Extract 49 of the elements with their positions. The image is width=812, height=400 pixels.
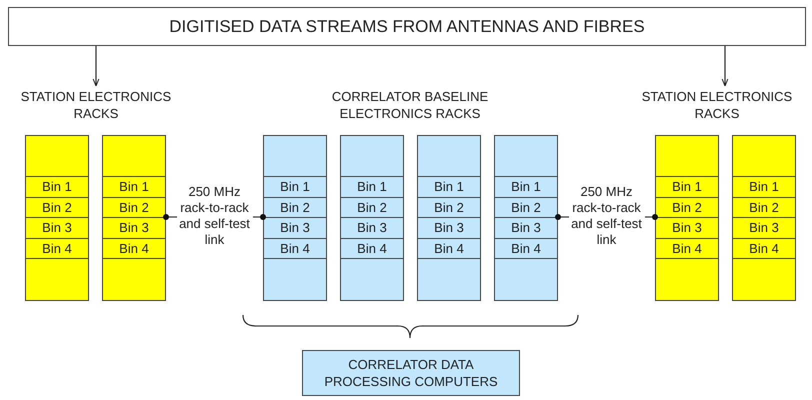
header-text: DIGITISED DATA STREAMS FROM ANTENNAS AND FIBRES — [169, 18, 645, 35]
bin-label: Bin 4 — [42, 240, 72, 257]
rack-group-heading: STATION ELECTRONICS RACKS — [622, 86, 812, 124]
bin-label: Bin 3 — [511, 219, 541, 236]
bin-label: Bin 2 — [672, 198, 702, 216]
bin-label: Bin 4 — [511, 240, 541, 257]
bin-label: Bin 1 — [280, 178, 310, 196]
bin-label: Bin 3 — [434, 219, 464, 236]
rack-box — [417, 135, 481, 301]
rack-box — [340, 135, 404, 301]
rack-box — [25, 135, 89, 301]
bin-label: Bin 3 — [672, 219, 702, 236]
bin-label: Bin 3 — [42, 219, 72, 236]
bin-label: Bin 1 — [672, 178, 702, 196]
bin-label: Bin 2 — [357, 198, 387, 216]
rack-box — [494, 135, 558, 301]
rack-group-heading: CORRELATOR BASELINE ELECTRONICS RACKS — [330, 88, 490, 123]
bin-label: Bin 2 — [434, 198, 464, 216]
rack-group-heading: STATION ELECTRONICS RACKS — [0, 86, 192, 124]
bin-label: Bin 1 — [119, 178, 149, 196]
bin-label: Bin 3 — [280, 219, 310, 236]
bin-label: Bin 2 — [749, 198, 779, 216]
rack-box — [102, 135, 166, 301]
bin-label: Bin 4 — [280, 240, 310, 257]
processing-box — [302, 350, 520, 396]
rack-box — [732, 135, 796, 301]
bin-label: Bin 2 — [280, 198, 310, 216]
bin-label: Bin 1 — [357, 178, 387, 196]
bin-label: Bin 4 — [357, 240, 387, 257]
box-text: CORRELATOR DATA PROCESSING COMPUTERS — [323, 356, 499, 390]
bin-label: Bin 4 — [119, 240, 149, 257]
bin-label: Bin 4 — [434, 240, 464, 257]
rack-box — [263, 135, 327, 301]
bin-label: Bin 3 — [357, 219, 387, 236]
bin-label: Bin 1 — [511, 178, 541, 196]
bin-label: Bin 1 — [749, 178, 779, 196]
bin-label: Bin 3 — [119, 219, 149, 236]
bin-label: Bin 1 — [434, 178, 464, 196]
header-box — [8, 7, 806, 46]
bin-label: Bin 1 — [42, 178, 72, 196]
arrow — [92, 46, 100, 86]
bin-label: Bin 2 — [42, 198, 72, 216]
rack-box — [655, 135, 719, 301]
arrow — [722, 46, 728, 86]
bin-label: Bin 4 — [749, 240, 779, 257]
bin-label: Bin 2 — [511, 198, 541, 216]
bin-label: Bin 4 — [672, 240, 702, 257]
bin-label: Bin 3 — [749, 219, 779, 236]
bin-label: Bin 2 — [119, 198, 149, 216]
